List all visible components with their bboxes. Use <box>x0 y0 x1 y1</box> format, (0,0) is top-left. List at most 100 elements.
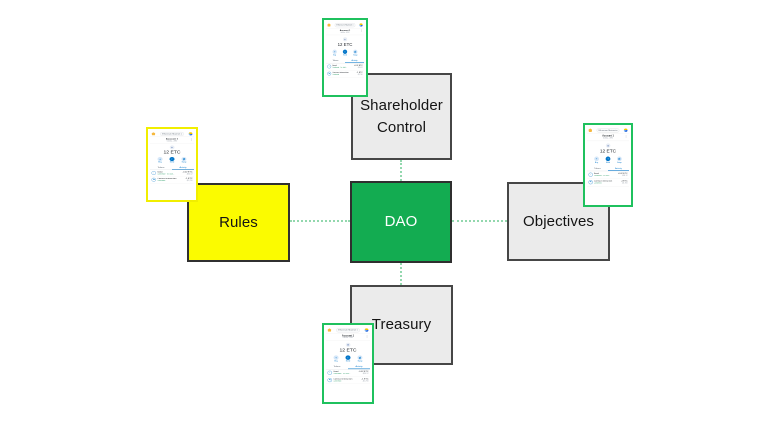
network-name: Ethereum Mainnet <box>598 129 616 132</box>
tx-title: Send <box>593 172 599 175</box>
action-buttons: + Buy ↑ Send ⇄ Swap <box>326 353 370 364</box>
chevron-down-icon: ▾ <box>616 129 618 132</box>
activity-row: ↑ Send Confirmed · To: 0x4f... -0.02 ETC… <box>587 171 629 179</box>
network-name: Ethereum Mainnet <box>336 24 353 26</box>
wallet-screenshot-shareholder: Ethereum Mainnet ▾ Account 1 0x64a...49f… <box>322 18 368 97</box>
tab-activity: Activity <box>345 59 364 63</box>
activity-row: ⇋ Contract interaction Confirmed -1 ETC … <box>587 179 629 187</box>
tx-fiat: -$1,700 <box>357 73 363 76</box>
contract-tx-icon: ⇋ <box>588 180 593 185</box>
send-button: ↑ Send <box>342 49 348 57</box>
tx-sub: Confirmed <box>157 180 166 182</box>
send-button: ↑ Send <box>605 156 612 164</box>
swap-icon: ⇄ <box>617 156 622 162</box>
account-name: Account 1 <box>341 334 355 337</box>
tab-activity: Activity <box>348 365 370 370</box>
tx-title: Contract interaction <box>333 378 353 381</box>
tx-sub: Confirmed · To: 0x4f... <box>332 66 347 69</box>
send-icon: ↑ <box>342 49 348 54</box>
tx-amounts: -0.02 ETC -$34.12 <box>354 65 363 69</box>
network-name: Ethereum Mainnet <box>338 329 357 332</box>
tx-fiat: -$34.12 <box>357 66 363 69</box>
balance-amount: 12 ETC <box>599 148 617 154</box>
tx-info: Send Confirmed · To: 0x4f... <box>156 171 182 175</box>
network-selector: Ethereum Mainnet ▾ <box>334 22 356 28</box>
swap-button: ⇄ Swap <box>180 157 187 163</box>
wallet-header: Ethereum Mainnet ▾ <box>587 127 629 134</box>
account-name: Account 1 <box>602 134 614 138</box>
send-label: Send <box>343 54 347 57</box>
tx-sub: Confirmed <box>332 73 340 76</box>
tab-tokens: Tokens <box>594 167 601 170</box>
send-button: ↑ Send <box>169 157 176 163</box>
token-icon: ◆ <box>342 37 348 42</box>
buy-button: + Buy <box>332 49 338 56</box>
tx-amount: -1 ETC <box>356 71 363 74</box>
buy-icon: + <box>333 355 339 360</box>
buy-label: Buy <box>595 161 599 164</box>
balance-amount: 12 ETC <box>163 150 181 155</box>
node-shareholder-control: Shareholder Control <box>351 73 452 160</box>
account-identicon <box>188 132 193 136</box>
buy-button: + Buy <box>157 157 164 163</box>
tx-fiat: -$34.12 <box>186 173 193 175</box>
tx-sub: Confirmed · To: 0x4f... <box>593 175 611 177</box>
tx-amounts: -0.02 ETC -$34.12 <box>618 173 628 177</box>
tx-amount: -0.02 ETC <box>182 171 193 174</box>
account-row: Account 1 0x64a...49f2 ⋮ <box>587 134 629 142</box>
swap-button: ⇄ Swap <box>616 156 623 164</box>
account-address: 0x64a...49f2 <box>342 337 354 339</box>
balance-section: ◆ 12 ETC <box>587 141 629 154</box>
account-info: Account 1 0x64a...49f2 <box>602 134 614 140</box>
tx-fiat: -$1,700 <box>362 380 369 383</box>
account-info: Account 1 0x64a...49f2 <box>340 29 350 33</box>
node-label: Rules <box>219 213 258 231</box>
buy-icon: + <box>332 49 337 54</box>
menu-dots-icon: ⋮ <box>189 137 193 141</box>
network-selector: Ethereum Mainnet ▾ <box>596 128 620 133</box>
menu-dots-icon: ⋮ <box>360 29 363 33</box>
balance-amount: 12 ETC <box>339 347 357 353</box>
account-name: Account 1 <box>339 29 351 32</box>
wallet-tabs: Tokens Activity <box>587 166 629 172</box>
activity-row: ⇋ Contract interaction Confirmed -1 ETC … <box>326 70 364 78</box>
account-info: Account 1 0x64a...49f2 <box>341 334 355 339</box>
tx-amount: -1 ETC <box>620 180 628 183</box>
account-identicon <box>364 328 369 332</box>
network-selector: Ethereum Mainnet ▾ <box>336 327 360 333</box>
tx-amounts: -0.02 ETC -$34.12 <box>182 171 192 175</box>
activity-row: ↑ Send Confirmed · To: 0x4f... -0.02 ETC… <box>326 369 370 377</box>
send-label: Send <box>345 360 351 363</box>
action-buttons: + Buy ↑ Send ⇄ Swap <box>150 155 194 165</box>
tx-sub: Confirmed · To: 0x4f... <box>157 173 175 175</box>
account-info: Account 1 0x64a...49f2 <box>166 138 178 142</box>
connector-dao-treasury <box>400 263 402 285</box>
tx-amounts: -1 ETC -$1,700 <box>361 378 368 382</box>
swap-button: ⇄ Swap <box>352 49 358 56</box>
tx-info: Send Confirmed · To: 0x4f... <box>332 371 358 375</box>
buy-label: Buy <box>158 161 162 164</box>
chevron-down-icon: ▾ <box>180 133 182 135</box>
network-selector: Ethereum Mainnet ▾ <box>160 131 184 136</box>
activity-row: ↑ Send Confirmed · To: 0x4f... -0.02 ETC… <box>150 170 194 177</box>
wallet-app-screenshot: Ethereum Mainnet ▾ Account 1 0x64a...49f… <box>326 22 364 93</box>
tx-amount: -0.02 ETC <box>358 370 369 373</box>
wallet-app-screenshot: Ethereum Mainnet ▾ Account 1 0x64a...49f… <box>326 327 370 400</box>
connector-rules-dao <box>290 220 350 222</box>
balance-section: ◆ 12 ETC <box>150 143 194 154</box>
tx-amount: -0.02 ETC <box>353 64 363 67</box>
tx-title: Contract interaction <box>157 177 177 180</box>
buy-button: + Buy <box>593 156 600 164</box>
tx-title: Send <box>332 64 337 67</box>
tx-info: Contract interaction Confirmed <box>331 72 356 76</box>
connector-dao-objectives <box>452 220 507 222</box>
balance-section: ◆ 12 ETC <box>326 340 370 353</box>
wallet-screenshot-objectives: Ethereum Mainnet ▾ Account 1 0x64a...49f… <box>583 123 633 207</box>
swap-label: Swap <box>357 360 363 363</box>
tx-amounts: -1 ETC -$1,700 <box>185 178 192 182</box>
wallet-tabs: Tokens Activity <box>150 166 194 170</box>
tx-info: Send Confirmed · To: 0x4f... <box>331 65 354 69</box>
wallet-header: Ethereum Mainnet ▾ <box>326 22 364 29</box>
account-identicon <box>359 23 363 27</box>
